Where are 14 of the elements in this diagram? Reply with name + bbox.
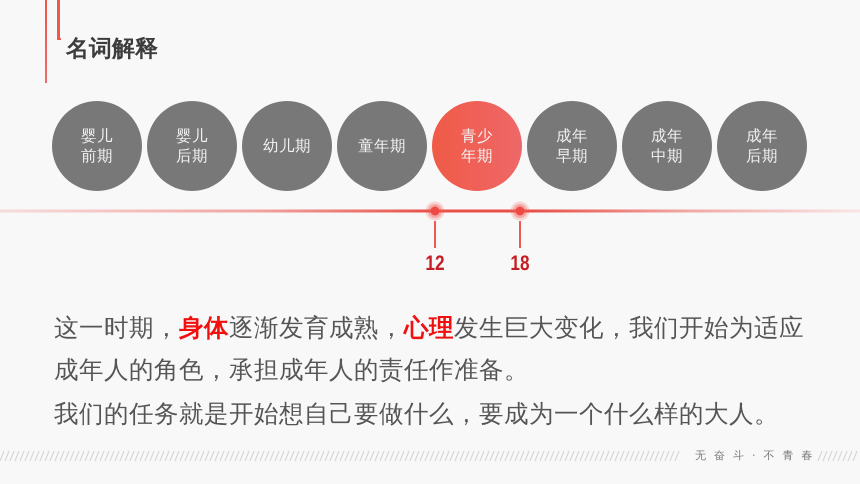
stage-label: 成年中期 — [650, 126, 684, 166]
body-text: 这一时期，身体逐渐发育成熟，心理发生巨大变化，我们开始为适应成年人的角色，承担成年人的责任作准备。 — [54, 312, 804, 386]
stage-label: 成年后期 — [746, 126, 778, 166]
footer-slogan: 无奋斗·不青春 — [695, 449, 820, 463]
stage-label: 童年期 — [358, 136, 406, 156]
tick-label: 18 — [510, 253, 530, 275]
stage-label: 婴儿前期 — [80, 126, 114, 166]
stage-label: 成年早期 — [556, 126, 588, 166]
stage-label: 青少年期 — [460, 126, 494, 166]
body-text: 我们的任务就是开始想自己要做什么，要成为一个什么样的大人。 — [54, 398, 780, 430]
stage-label: 婴儿后期 — [176, 126, 208, 166]
stage-label: 幼儿期 — [262, 136, 312, 156]
slide-title: 名词解释 — [66, 35, 158, 64]
tick-label: 12 — [425, 253, 445, 275]
